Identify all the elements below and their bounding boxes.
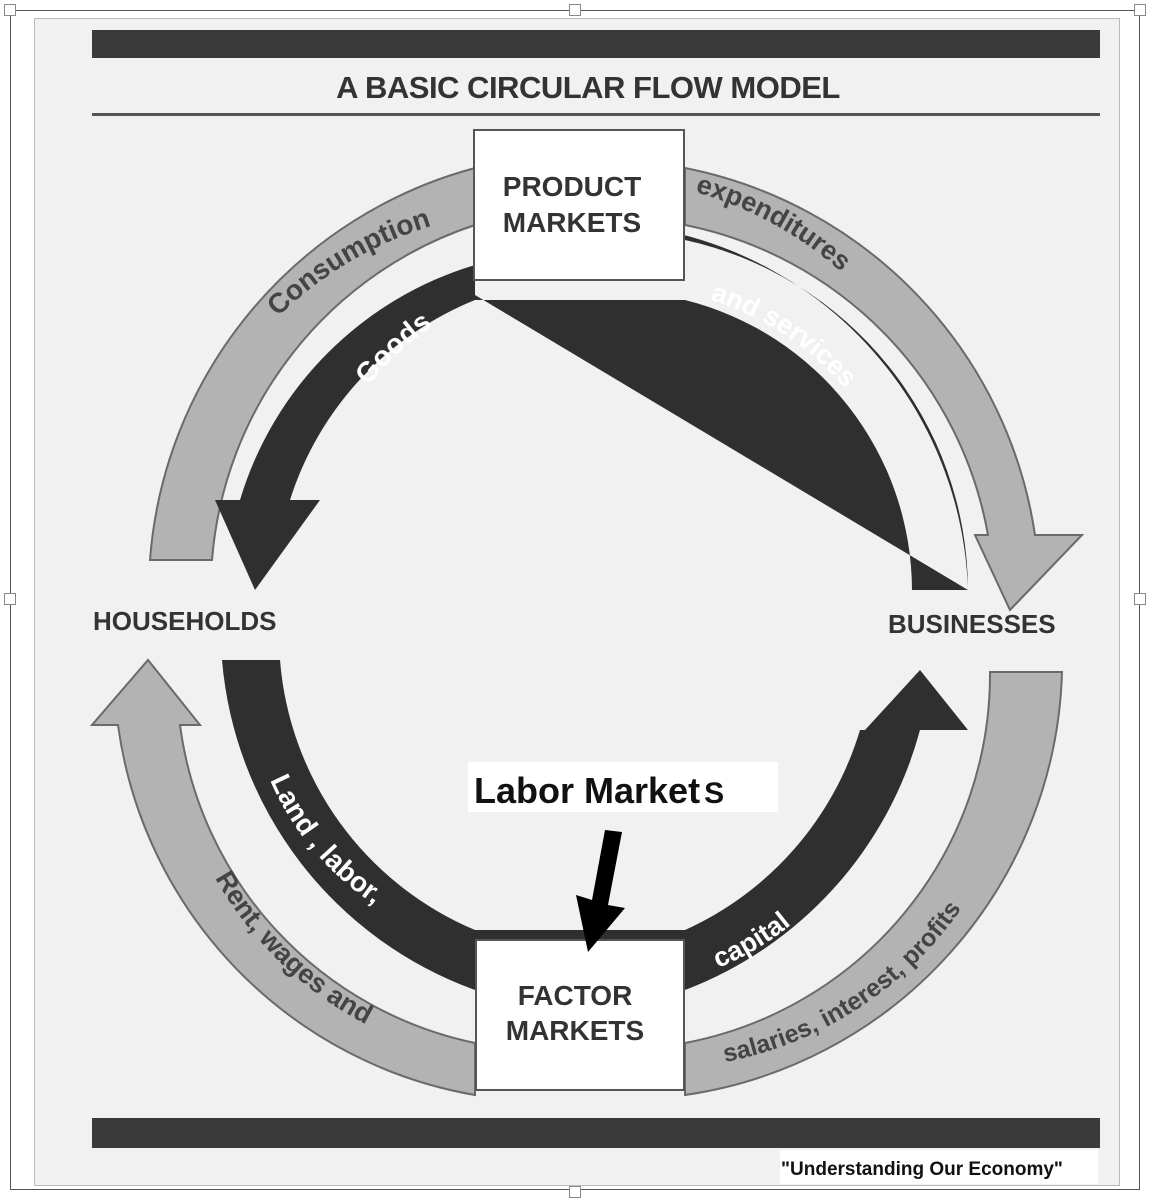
factors-arrow bbox=[222, 660, 968, 990]
businesses-label: BUSINESSES bbox=[888, 609, 1056, 639]
labor-markets-suffix: S bbox=[704, 777, 724, 810]
salaries-arc bbox=[684, 671, 1064, 1097]
bottom-band bbox=[92, 1118, 1100, 1148]
source-credit: "Understanding Our Economy" bbox=[781, 1159, 1063, 1180]
annotation-arrow bbox=[576, 830, 625, 952]
source-backdrop bbox=[780, 1150, 1098, 1184]
product-markets-label-1: PRODUCT bbox=[503, 171, 641, 202]
factor-markets-label-1: FACTOR bbox=[518, 980, 633, 1011]
diagram-title: A BASIC CIRCULAR FLOW MODEL bbox=[336, 70, 840, 105]
top-band bbox=[92, 30, 1100, 58]
product-markets-box bbox=[473, 129, 685, 281]
resize-handle-top-right[interactable] bbox=[1134, 4, 1146, 16]
factor-markets-label-2: MARKETS bbox=[506, 1015, 644, 1046]
income-arrow-to-households bbox=[89, 658, 476, 1097]
expenditures-arrow bbox=[684, 166, 1085, 612]
labor-markets-main: Labor Market bbox=[474, 770, 700, 811]
households-label: HOUSEHOLDS bbox=[93, 606, 276, 636]
goods-services-arrow bbox=[215, 222, 968, 591]
annotation-backdrop bbox=[468, 762, 778, 812]
resize-handle-top-left[interactable] bbox=[4, 4, 16, 16]
factor-markets-box bbox=[475, 939, 685, 1091]
resize-handle-middle-right[interactable] bbox=[1134, 593, 1146, 605]
resize-handle-middle-left[interactable] bbox=[4, 593, 16, 605]
resize-handle-top-center[interactable] bbox=[569, 4, 581, 16]
product-markets-label-2: MARKETS bbox=[503, 207, 641, 238]
title-underline bbox=[92, 113, 1100, 116]
